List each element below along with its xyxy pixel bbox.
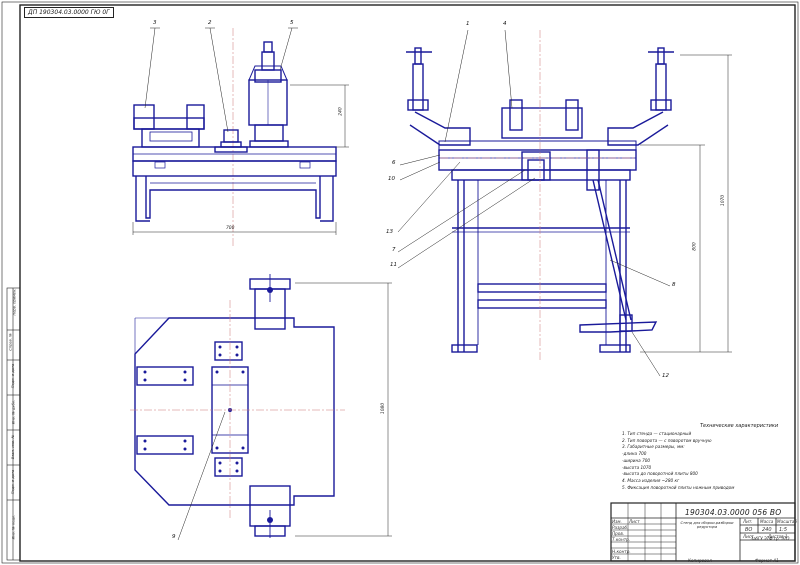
tech-line: 1. Тип стенда — стационарный xyxy=(622,431,692,436)
side-view xyxy=(132,28,337,248)
callout-6: 6 xyxy=(392,160,396,166)
drawing-name: Стенд для сборки-разборки редуктора xyxy=(680,521,734,530)
dim-front-height: 1070 xyxy=(721,194,727,207)
dim-side-height: 240 xyxy=(338,107,344,116)
strip-label: Инв. № дубл. xyxy=(11,399,16,425)
callout-12: 12 xyxy=(662,373,669,379)
corner-stamp: ДП 190304.03.0000 ГЮ 0Г xyxy=(24,7,114,18)
callout-7: 7 xyxy=(392,247,396,253)
tech-line: -высота 1070 xyxy=(622,464,652,470)
footer-copied: Копировал xyxy=(688,558,712,563)
tech-line: 3. Габаритные размеры, мм: xyxy=(622,444,685,450)
callout-1: 1 xyxy=(466,21,470,27)
strip-label: Справ. № xyxy=(8,333,13,351)
tech-line: -длина 700 xyxy=(622,451,647,457)
callout-5: 5 xyxy=(290,20,294,26)
sheet-of-label: Лист xyxy=(743,534,754,539)
tech-title: Технические характеристики xyxy=(700,423,779,429)
sheet-header-mass: Масса xyxy=(760,519,774,524)
dim-side-width: 700 xyxy=(226,226,235,231)
dim-plan-width: 1080 xyxy=(381,402,387,415)
strip-label: Подп. и дата xyxy=(11,363,16,389)
side-view-dims xyxy=(132,27,349,235)
title-block-frame xyxy=(610,502,796,562)
dim-front-height-lower: 800 xyxy=(692,242,698,251)
role-utv: Утв. xyxy=(612,555,621,560)
front-view xyxy=(406,47,674,353)
role-razrab: Разраб. xyxy=(612,525,629,530)
strip-label: Перв. примен. xyxy=(12,288,17,316)
left-strip xyxy=(6,287,21,561)
strip-label: Взам. инв. № xyxy=(11,434,16,460)
callout-10: 10 xyxy=(388,176,395,182)
tech-line: 4. Масса изделия ~280 кг xyxy=(622,477,680,483)
tech-line: -ширина 700 xyxy=(622,457,651,463)
role-prov: Пров. xyxy=(612,531,625,536)
organization: ЗабГУ ЭТФ гр. ЭТО xyxy=(750,536,790,541)
drawing-code: 190304.03.0000 056 ВО xyxy=(685,508,782,517)
role-tkontr: Т.контр. xyxy=(612,537,631,542)
sheet-value-mass: 240 xyxy=(762,527,772,533)
tech-lines: 1. Тип стенда — стационарный 2. Тип пово… xyxy=(622,431,734,491)
strip-label: Подп. и дата xyxy=(11,469,16,495)
role-izm: Изм. xyxy=(612,519,622,524)
callout-8: 8 xyxy=(672,282,676,288)
front-view-dims xyxy=(397,29,732,377)
callout-3: 3 xyxy=(153,20,157,26)
role-list: Лист xyxy=(629,519,640,524)
callout-4: 4 xyxy=(503,21,507,27)
tech-line: -высота до поворотной плиты 800 xyxy=(622,471,698,477)
sheet-header-lit: Лит. xyxy=(743,519,753,524)
callout-9: 9 xyxy=(172,534,176,540)
role-nkontr: Н.контр. xyxy=(612,549,631,554)
sheet-header-scale: Масштаб xyxy=(777,519,797,524)
strip-label: Инв. № подл. xyxy=(11,514,16,540)
callout-2: 2 xyxy=(208,20,212,26)
callout-13: 13 xyxy=(386,229,393,235)
tech-line: 5. Фиксация поворотной плиты ножным прив… xyxy=(622,484,735,490)
plan-view-dims xyxy=(130,282,392,541)
tech-line: 2. Тип поворота — с поворотом вручную xyxy=(622,437,712,443)
sheet-value-scale: 1:5 xyxy=(779,527,788,533)
callout-11: 11 xyxy=(390,262,397,268)
plan-view-holes xyxy=(143,287,273,523)
sheet-value-lit: ВО xyxy=(745,527,753,533)
plan-view xyxy=(134,274,335,538)
footer-format: Формат А1 xyxy=(755,558,779,563)
sheet-count: Листов 1 xyxy=(768,534,788,539)
